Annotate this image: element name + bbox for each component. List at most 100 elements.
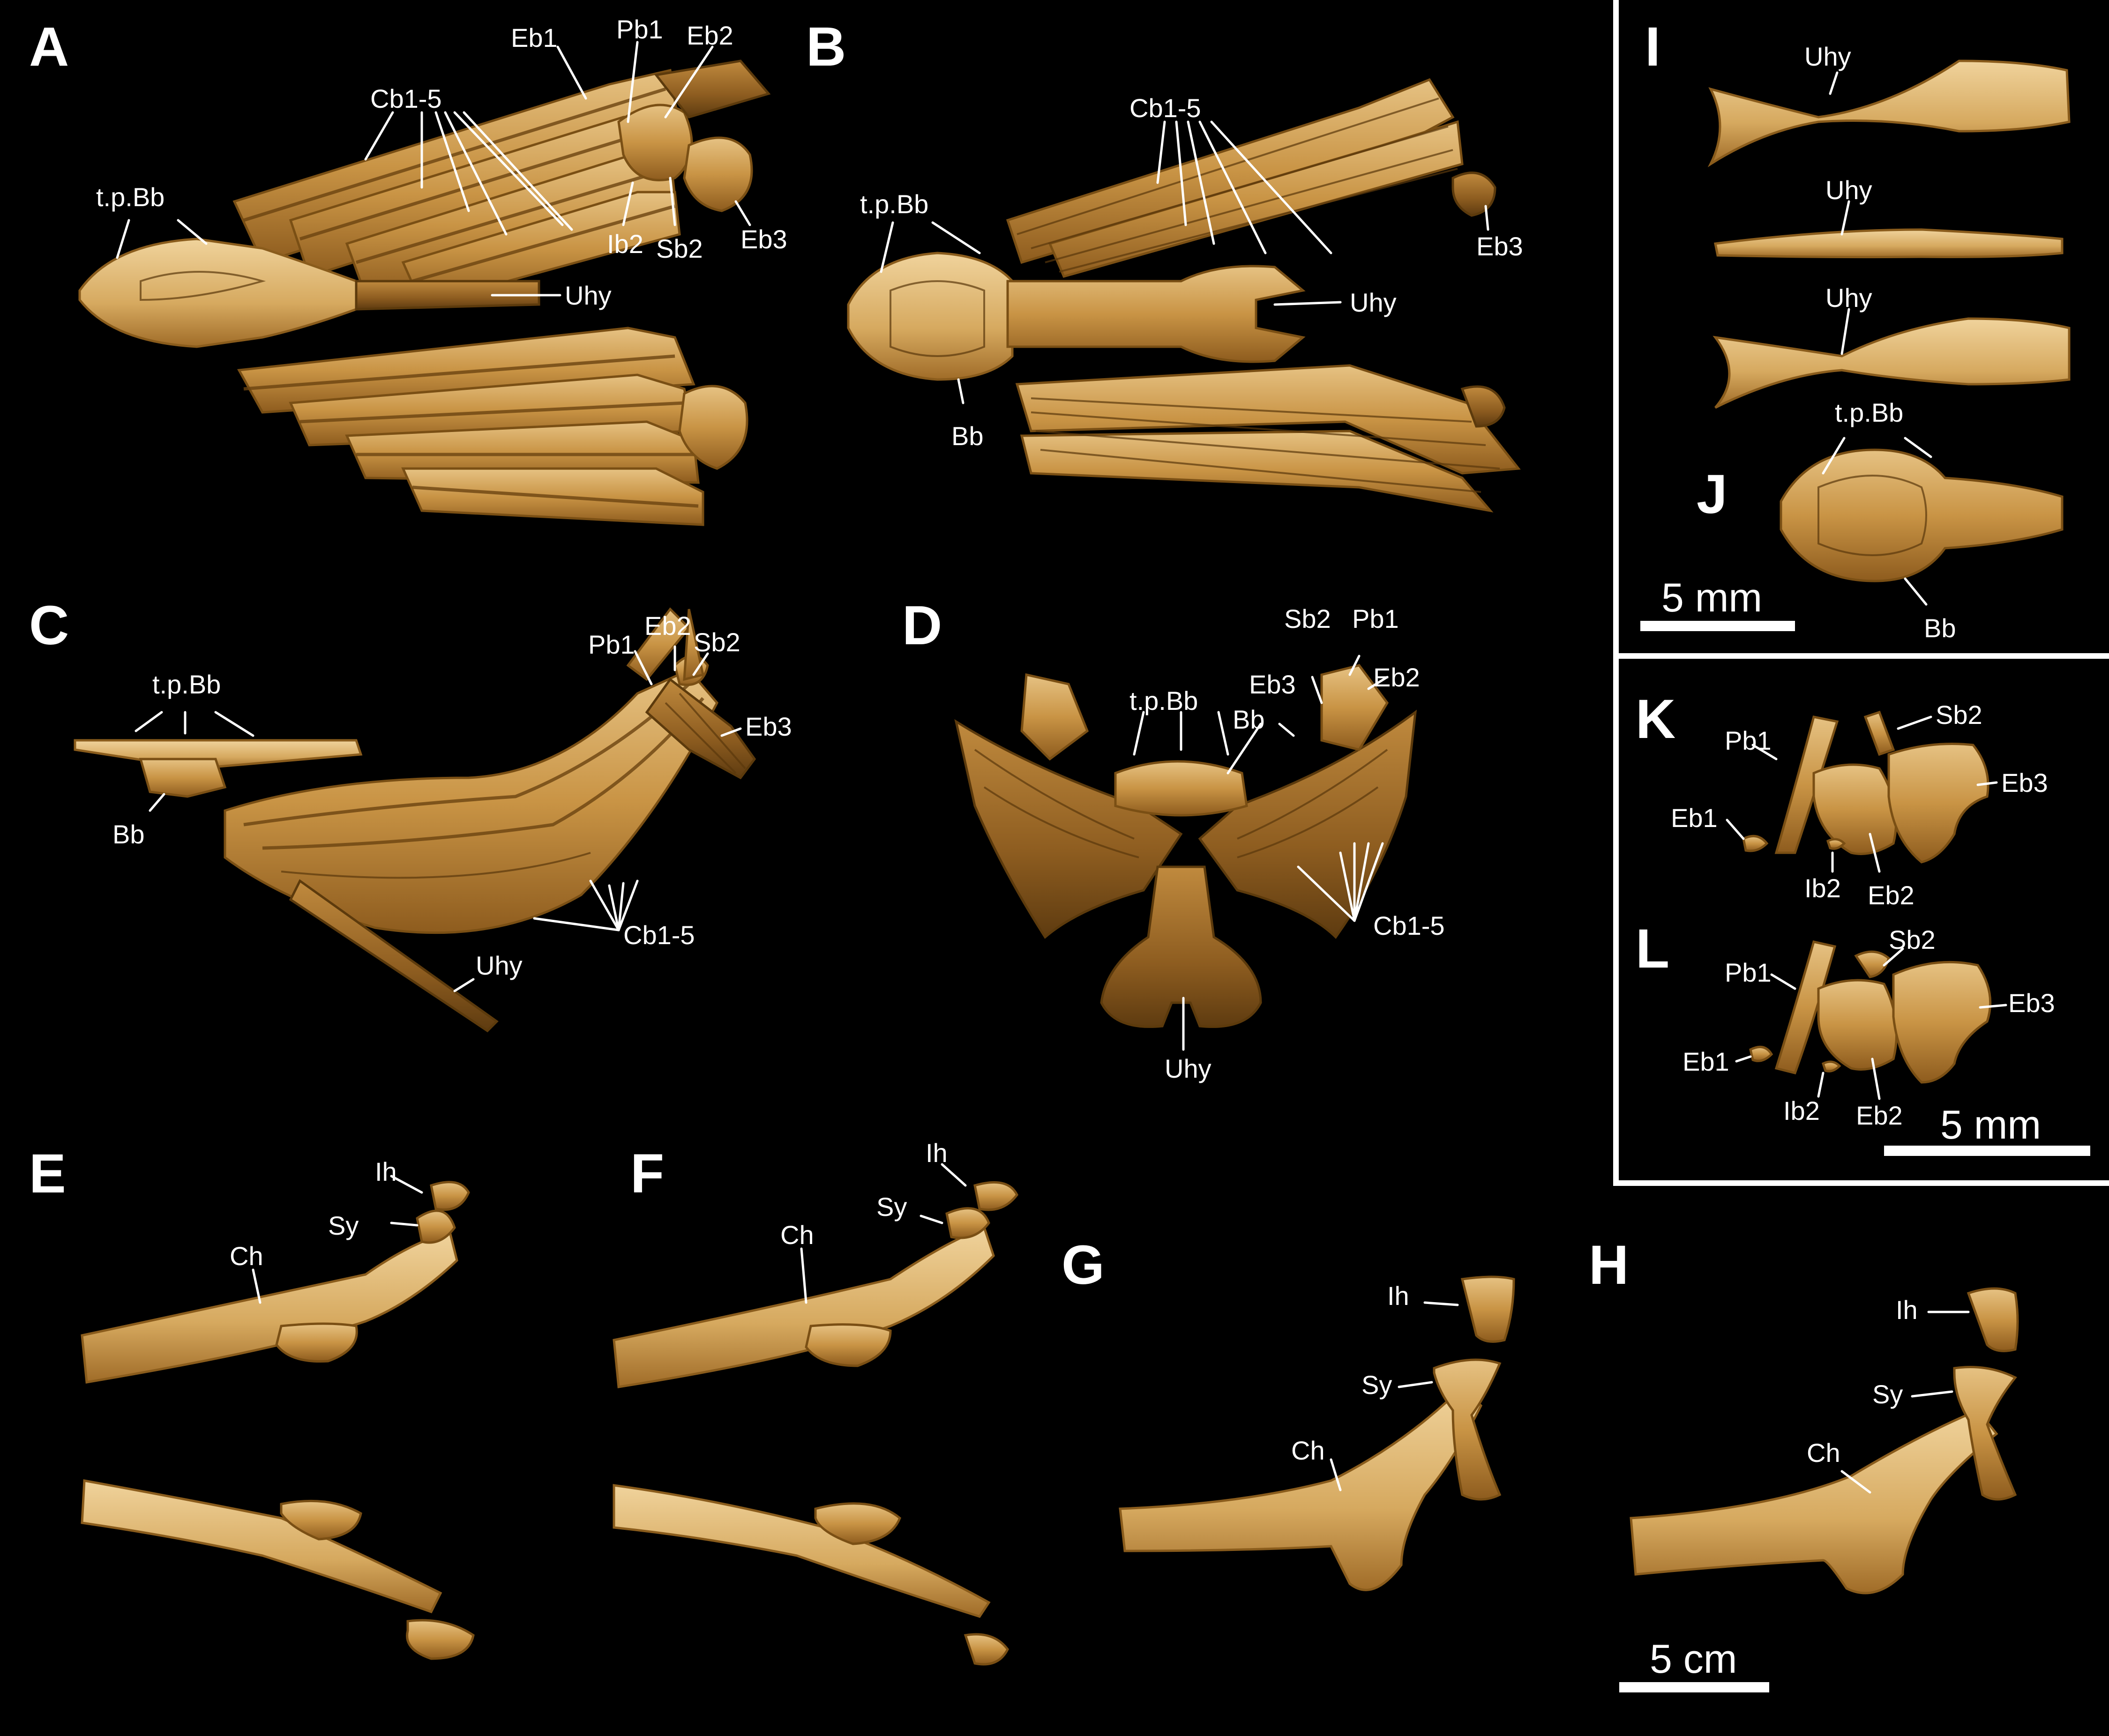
panel-l-sb2 xyxy=(1854,950,1890,978)
label-i-uhy-2: Uhy xyxy=(1825,175,1872,205)
label-a-ib2: Ib2 xyxy=(607,229,643,259)
label-k-eb2: Eb2 xyxy=(1868,880,1915,910)
label-e-ih: Ih xyxy=(375,1157,397,1186)
label-l-sb2: Sb2 xyxy=(1889,925,1936,954)
panel-c-urohyal xyxy=(289,879,499,1033)
label-l-pb1: Pb1 xyxy=(1725,958,1772,987)
panel-a-lower-arches xyxy=(237,327,748,526)
inset-frame xyxy=(1613,0,2109,1186)
label-a-cb: Cb1-5 xyxy=(370,84,442,113)
label-e-sy: Sy xyxy=(328,1211,359,1240)
scale-bar-ij xyxy=(1640,621,1795,631)
scale-bar-h xyxy=(1619,1682,1769,1692)
label-f-ch: Ch xyxy=(780,1220,814,1250)
panel-letter-h: H xyxy=(1589,1234,1629,1296)
label-a-pb1: Pb1 xyxy=(616,15,663,44)
panel-d-basibranchial xyxy=(1114,760,1248,817)
label-a-sb2: Sb2 xyxy=(656,234,703,263)
label-b-cb: Cb1-5 xyxy=(1129,93,1201,123)
panel-letter-a: A xyxy=(29,16,69,78)
label-d-eb3: Eb3 xyxy=(1249,670,1296,699)
label-k-eb3: Eb3 xyxy=(2001,768,2048,797)
label-k-sb2: Sb2 xyxy=(1936,700,1982,730)
panel-g-ceratohyal xyxy=(1119,1385,1483,1591)
label-k-eb1: Eb1 xyxy=(1671,803,1718,833)
label-c-tpbb: t.p.Bb xyxy=(152,670,221,699)
label-l-ib2: Ib2 xyxy=(1783,1096,1820,1125)
panel-f-ceratohyal-top xyxy=(613,1226,995,1388)
panel-a: A xyxy=(29,15,787,526)
label-l-eb2: Eb2 xyxy=(1856,1101,1903,1130)
panel-c: C t.p.Bb Bb Pb1 Eb2 Sb2 Eb3 Cb1-5 xyxy=(29,595,792,1033)
panel-l-eb2 xyxy=(1817,979,1898,1071)
panel-k-eb3 xyxy=(1887,743,1989,864)
label-i-uhy-3: Uhy xyxy=(1825,283,1872,313)
panel-k-eb2 xyxy=(1812,763,1898,855)
label-d-cb: Cb1-5 xyxy=(1373,911,1445,940)
panel-l-eb1 xyxy=(1749,1045,1773,1062)
label-f-ih: Ih xyxy=(926,1138,948,1168)
panel-k-pb1 xyxy=(1774,715,1839,854)
label-e-ch: Ch xyxy=(230,1241,263,1271)
label-f-sy: Sy xyxy=(876,1192,907,1222)
panel-b-upper-arches xyxy=(1006,78,1496,278)
label-c-eb2: Eb2 xyxy=(644,611,691,641)
scale-label-h: 5 cm xyxy=(1650,1637,1737,1682)
panel-j-basibranchial xyxy=(1780,448,2064,582)
label-j-tpbb: t.p.Bb xyxy=(1835,398,1903,427)
panel-k-sb2 xyxy=(1863,710,1895,756)
panel-letter-c: C xyxy=(29,595,69,656)
label-c-bb: Bb xyxy=(112,820,145,849)
panel-letter-l: L xyxy=(1636,918,1669,980)
panel-e-ceratohyal-top xyxy=(81,1230,458,1384)
label-l-eb3: Eb3 xyxy=(2008,988,2055,1018)
panel-c-basibranchial-plate xyxy=(74,739,363,770)
panel-e-ceratohyal-bottom xyxy=(81,1479,442,1614)
label-a-eb1: Eb1 xyxy=(511,23,558,52)
label-g-ih: Ih xyxy=(1387,1281,1409,1311)
panel-l-ib2 xyxy=(1821,1060,1841,1073)
label-k-pb1: Pb1 xyxy=(1725,726,1772,755)
panel-letter-k: K xyxy=(1636,688,1675,750)
scale-bar-kl xyxy=(1884,1146,2090,1156)
panel-k: K Pb1 Sb2 Eb3 Eb1 Ib2 Eb2 xyxy=(1636,688,2048,910)
label-c-sb2: Sb2 xyxy=(694,627,740,657)
label-d-sb2: Sb2 xyxy=(1284,604,1331,633)
panel-f-ceratohyal-bottom xyxy=(613,1484,991,1618)
panel-a-urohyal xyxy=(355,280,540,311)
label-c-eb3: Eb3 xyxy=(745,712,792,741)
panel-e: E Ih Sy Ch xyxy=(29,1143,475,1660)
panel-letter-i: I xyxy=(1645,16,1660,78)
label-h-ch: Ch xyxy=(1807,1438,1840,1468)
panel-b: B Cb1-5 t xyxy=(806,16,1523,513)
panel-d: D Sb2 Pb1 Eb3 Eb2 t.p.Bb Bb Cb1-5 Uhy xyxy=(902,595,1445,1083)
label-g-sy: Sy xyxy=(1361,1370,1392,1400)
panel-letter-e: E xyxy=(29,1143,66,1205)
label-a-eb2: Eb2 xyxy=(687,21,733,50)
panel-i-urohyal-ventral xyxy=(1707,60,2071,167)
label-h-sy: Sy xyxy=(1872,1379,1903,1409)
panel-a-upper-arches xyxy=(232,60,771,306)
label-a-uhy: Uhy xyxy=(565,281,612,310)
label-a-tpbb: t.p.Bb xyxy=(96,182,165,212)
label-b-bb: Bb xyxy=(951,421,984,451)
scale-label-kl: 5 mm xyxy=(1940,1103,2041,1147)
label-c-pb1: Pb1 xyxy=(588,630,635,659)
panel-j: J t.p.Bb Bb 5 mm xyxy=(1640,398,2064,643)
panel-letter-d: D xyxy=(902,595,942,656)
scale-label-ij: 5 mm xyxy=(1661,575,1762,620)
label-k-ib2: Ib2 xyxy=(1804,873,1841,903)
label-b-tpbb: t.p.Bb xyxy=(860,189,928,219)
panel-l: L Pb1 Sb2 Eb3 Eb1 Ib2 Eb2 5 mm xyxy=(1636,918,2090,1156)
label-j-bb: Bb xyxy=(1924,613,1956,643)
panel-k-eb1 xyxy=(1742,834,1769,852)
panel-b-lower-arches xyxy=(1015,364,1521,513)
panel-i-urohyal-dorsal xyxy=(1713,317,2071,409)
label-c-cb: Cb1-5 xyxy=(623,920,695,950)
label-g-ch: Ch xyxy=(1291,1436,1325,1465)
panel-letter-j: J xyxy=(1697,463,1728,525)
label-d-pb1: Pb1 xyxy=(1352,604,1399,633)
label-b-eb3: Eb3 xyxy=(1476,231,1523,261)
panel-k-ib2 xyxy=(1826,838,1846,850)
